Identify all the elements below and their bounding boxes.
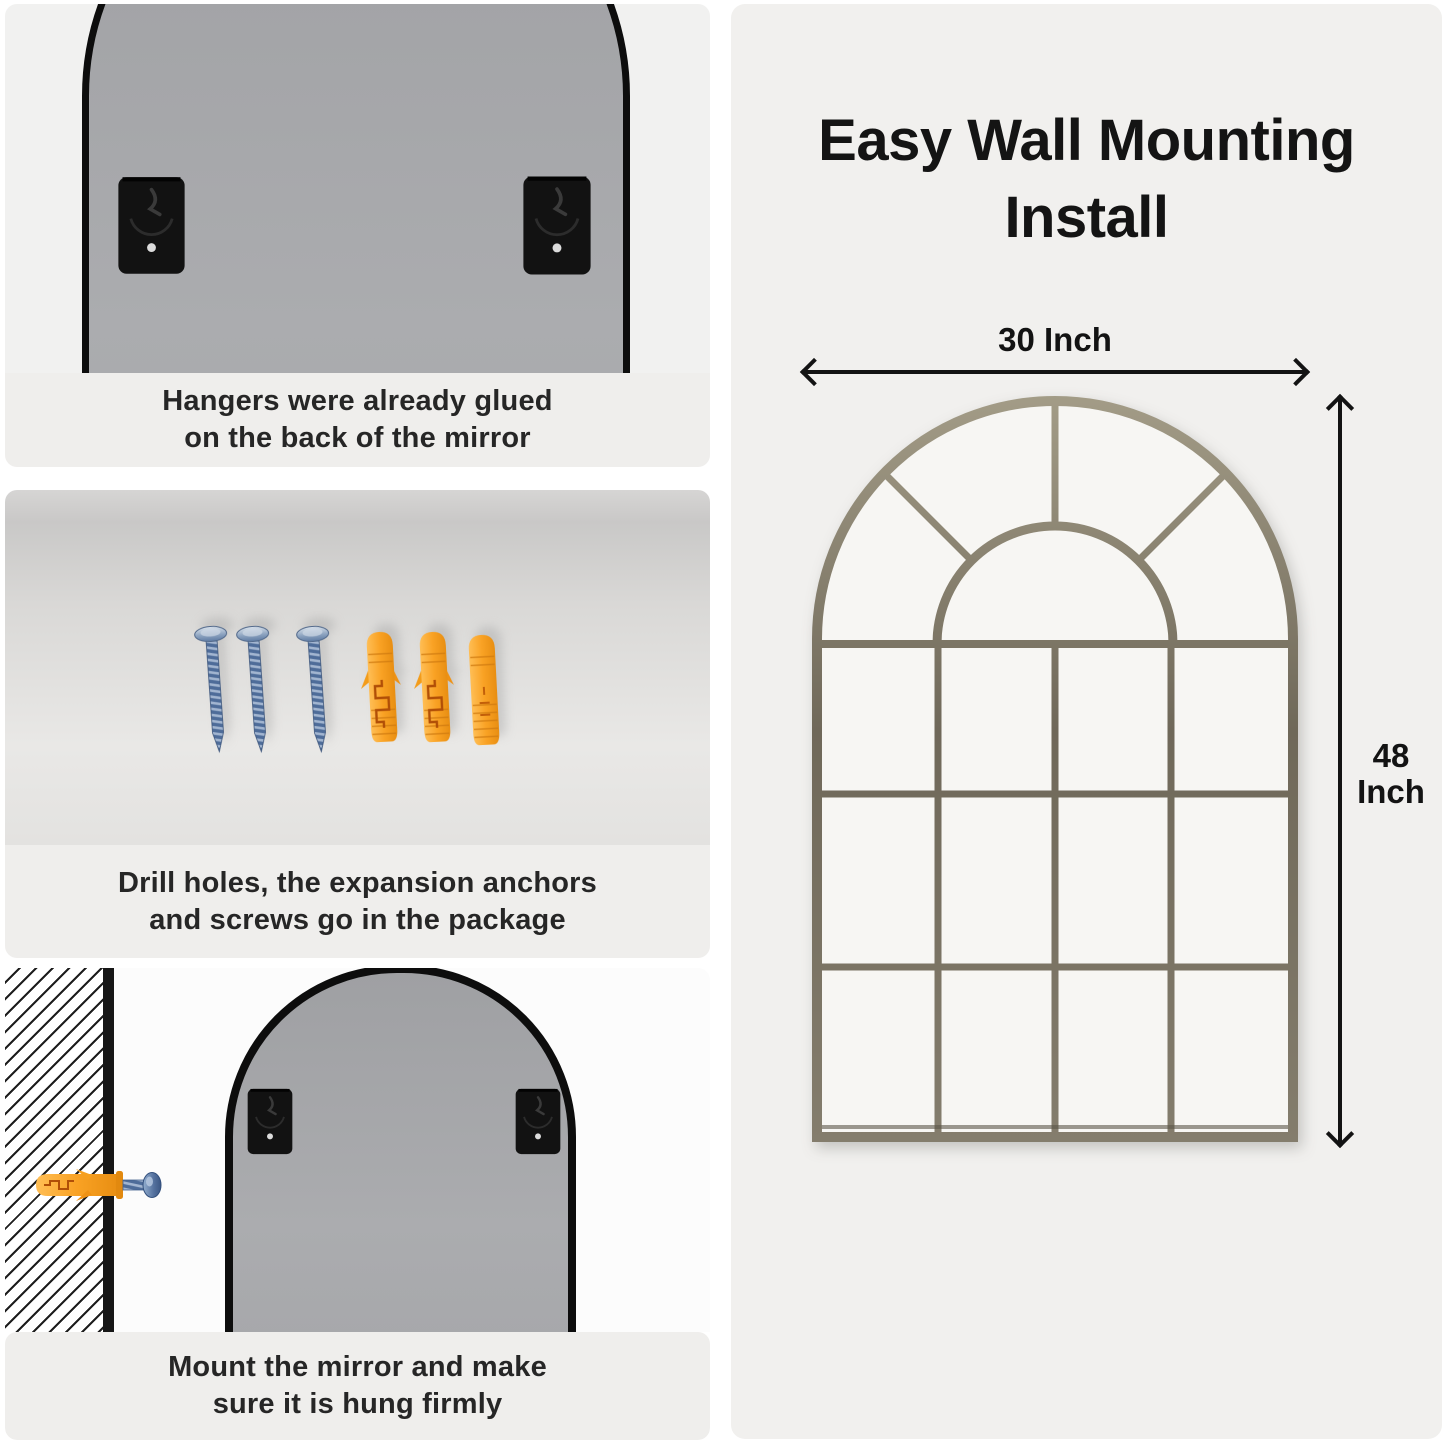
caption-line: Hangers were already glued <box>162 385 553 417</box>
step-2-photo <box>5 490 710 845</box>
caption-line: sure it is hung firmly <box>212 1388 503 1420</box>
height-dimension-arrow <box>1338 399 1342 1143</box>
caption-line: Drill holes, the expansion anchors <box>118 866 597 899</box>
title-line-2: Install <box>1004 185 1169 250</box>
screw-icon <box>193 624 236 756</box>
wall-anchor-icon <box>358 629 404 746</box>
step-2-caption: Drill holes, the expansion anchors and s… <box>5 845 710 958</box>
wall-anchor-icon <box>411 629 457 746</box>
wall-hatch-pattern <box>5 968 103 1332</box>
screw-icon <box>295 624 338 756</box>
step-1-caption: Hangers were already glued on the back o… <box>5 373 710 467</box>
step-3-caption: Mount the mirror and make sure it is hun… <box>5 1332 710 1440</box>
step-3-photo <box>5 968 710 1332</box>
step-1-card: Hangers were already glued on the back o… <box>5 4 710 467</box>
height-unit: Inch <box>1357 773 1425 810</box>
anchor-and-screw-icon <box>32 1168 164 1202</box>
wall-anchor-icon <box>460 632 506 749</box>
step-2-card: Drill holes, the expansion anchors and s… <box>5 490 710 958</box>
screw-icon <box>235 624 278 756</box>
caption-line: Mount the mirror and make <box>168 1351 547 1383</box>
caption-line: on the back of the mirror <box>184 422 531 454</box>
step-1-photo <box>5 4 710 373</box>
height-value: 48 <box>1372 737 1410 774</box>
hanger-icon <box>245 1088 295 1155</box>
height-dimension-label: 48 Inch <box>1345 738 1437 810</box>
hanger-icon <box>117 173 186 278</box>
width-dimension-arrow <box>805 370 1305 374</box>
wall-surface-line <box>103 968 114 1332</box>
arched-window-mirror-graphic <box>812 396 1298 1142</box>
caption-line: and screws go in the package <box>149 903 566 936</box>
hanger-icon <box>513 1088 563 1155</box>
width-dimension-label: 30 Inch <box>998 321 1112 358</box>
page-title: Easy Wall Mounting Install <box>731 102 1442 256</box>
title-line-1: Easy Wall Mounting <box>818 108 1355 173</box>
step-3-card: Mount the mirror and make sure it is hun… <box>5 968 710 1440</box>
hanger-icon <box>522 173 592 278</box>
